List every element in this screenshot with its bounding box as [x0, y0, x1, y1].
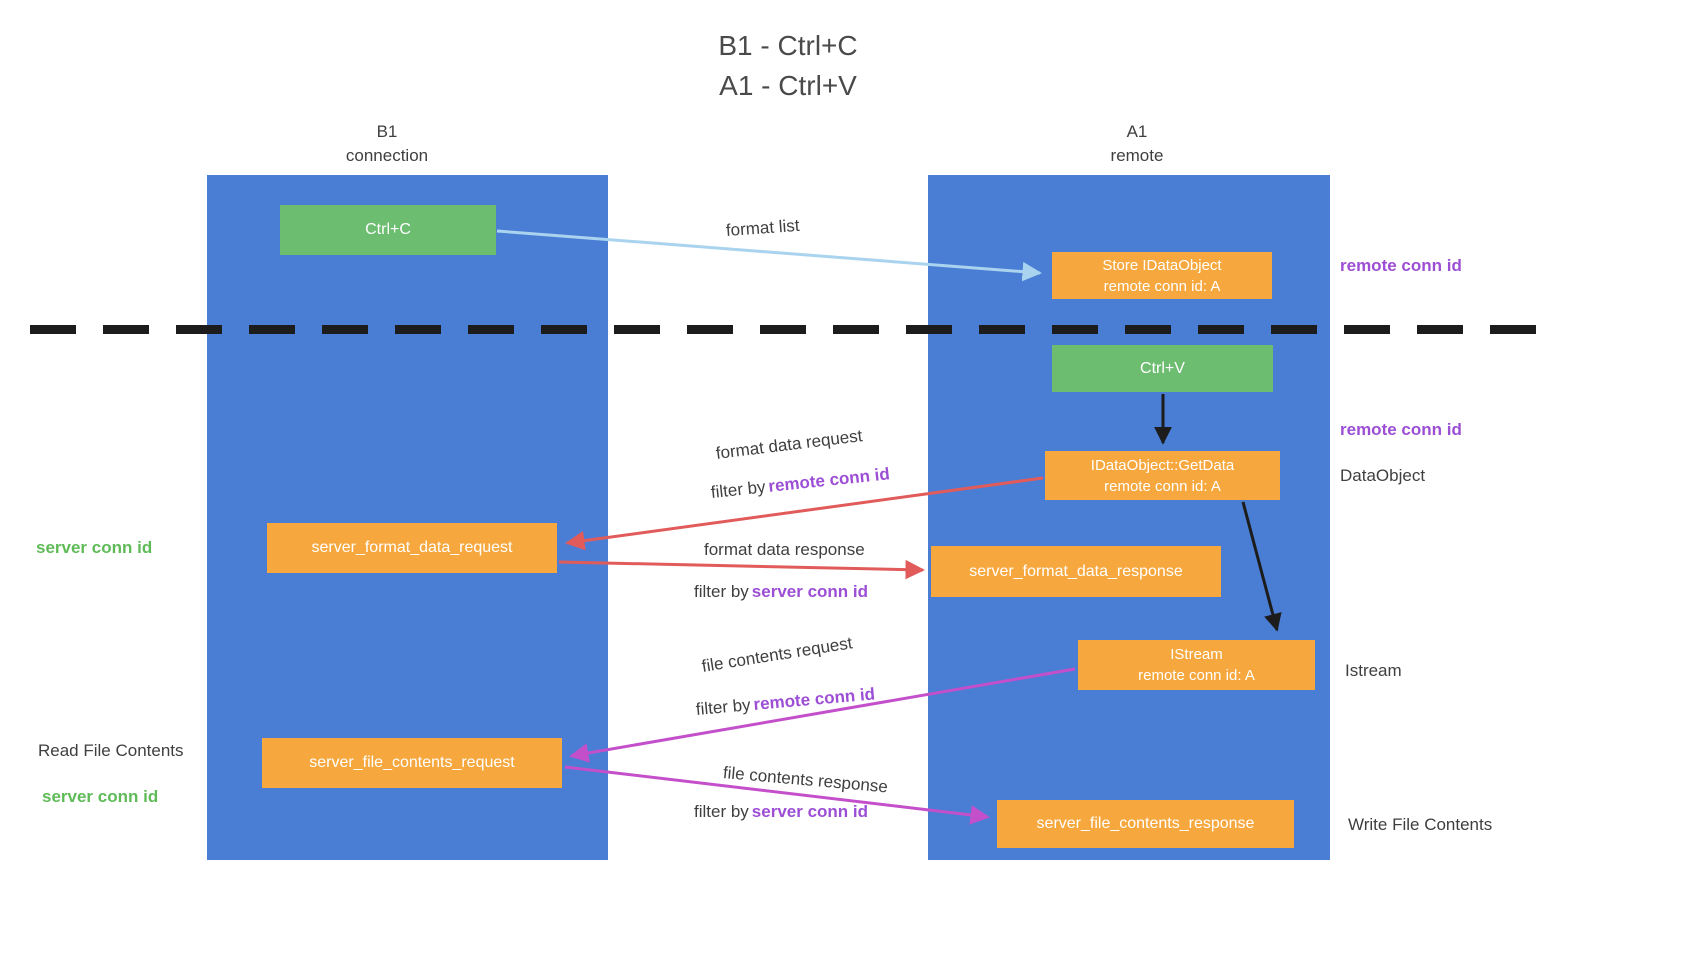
edge-label-format-list: format list	[725, 215, 801, 240]
node-idataobject-getdata-line2: remote conn id: A	[1104, 477, 1221, 495]
side-label-remote-conn-id-getdata: remote conn id	[1340, 420, 1462, 439]
node-server-format-data-response-label: server_format_data_response	[969, 562, 1183, 580]
lane-a1-name: A1	[1126, 122, 1148, 141]
node-ctrl-c-label: Ctrl+C	[365, 221, 411, 238]
edge-label-format-data-response: format data response	[704, 540, 865, 559]
filter-by-text: filter by	[694, 582, 749, 601]
node-ctrl-c: Ctrl+C	[280, 205, 496, 255]
node-server-file-contents-request: server_file_contents_request	[262, 738, 562, 788]
side-label-remote-conn-id-store: remote conn id	[1340, 256, 1462, 275]
lane-b1-name: B1	[376, 122, 398, 141]
node-server-format-data-response: server_format_data_response	[931, 546, 1221, 597]
node-istream-line1: IStream	[1170, 646, 1223, 663]
side-label-server-conn-id-file: server conn id	[42, 787, 159, 806]
side-label-write-file-contents: Write File Contents	[1348, 815, 1493, 834]
title-line-2: A1 - Ctrl+V	[719, 70, 857, 101]
side-label-read-file-contents: Read File Contents	[38, 741, 184, 760]
remote-conn-id-text: remote conn id	[767, 464, 891, 496]
server-conn-id-text: server conn id	[751, 582, 869, 601]
edge-label-file-contents-response: file contents response	[722, 763, 889, 797]
node-idataobject-getdata: IDataObject::GetData remote conn id: A	[1045, 451, 1280, 500]
server-conn-id-text: server conn id	[751, 802, 869, 821]
node-istream: IStream remote conn id: A	[1078, 640, 1315, 690]
filter-by-text: filter by	[709, 477, 767, 502]
node-server-file-contents-response-label: server_file_contents_response	[1036, 815, 1255, 832]
node-server-file-contents-request-label: server_file_contents_request	[309, 754, 515, 771]
format-data-response-arrow	[558, 559, 925, 580]
edge-label-format-data-request: format data request	[714, 426, 864, 463]
lane-header-a1: A1 remote	[1037, 120, 1237, 168]
side-label-dataobject: DataObject	[1340, 466, 1426, 485]
filter-by-text: filter by	[694, 802, 749, 821]
side-label-server-conn-id-format: server conn id	[36, 538, 153, 557]
node-server-file-contents-response: server_file_contents_response	[997, 800, 1294, 848]
node-ctrl-v: Ctrl+V	[1052, 345, 1273, 392]
node-store-idataobject: Store IDataObject remote conn id: A	[1052, 252, 1272, 299]
filter-by-text: filter by	[695, 695, 752, 719]
lane-a1-subtitle: remote	[1110, 146, 1164, 165]
node-store-idataobject-line2: remote conn id: A	[1103, 277, 1221, 295]
diagram-title: B1 - Ctrl+C A1 - Ctrl+V	[0, 26, 1576, 106]
edge-label-filter-by-remote-1: filter byremote conn id	[710, 464, 891, 503]
node-server-format-data-request-label: server_format_data_request	[311, 539, 513, 556]
title-line-1: B1 - Ctrl+C	[718, 30, 858, 61]
node-server-format-data-request: server_format_data_request	[267, 523, 557, 573]
node-ctrl-v-label: Ctrl+V	[1140, 359, 1185, 377]
lane-header-b1: B1 connection	[287, 120, 487, 168]
edge-label-file-contents-request: file contents request	[700, 633, 854, 676]
lane-b1-subtitle: connection	[345, 146, 429, 165]
node-istream-line2: remote conn id: A	[1138, 667, 1255, 684]
node-idataobject-getdata-line1: IDataObject::GetData	[1090, 456, 1235, 474]
side-label-istream: Istream	[1345, 661, 1402, 680]
session-divider-dashed-line	[30, 325, 1537, 334]
edge-label-filter-by-remote-2: filter byremote conn id	[695, 684, 876, 720]
node-store-idataobject-line1: Store IDataObject	[1102, 256, 1222, 274]
remote-conn-id-text: remote conn id	[752, 684, 876, 714]
